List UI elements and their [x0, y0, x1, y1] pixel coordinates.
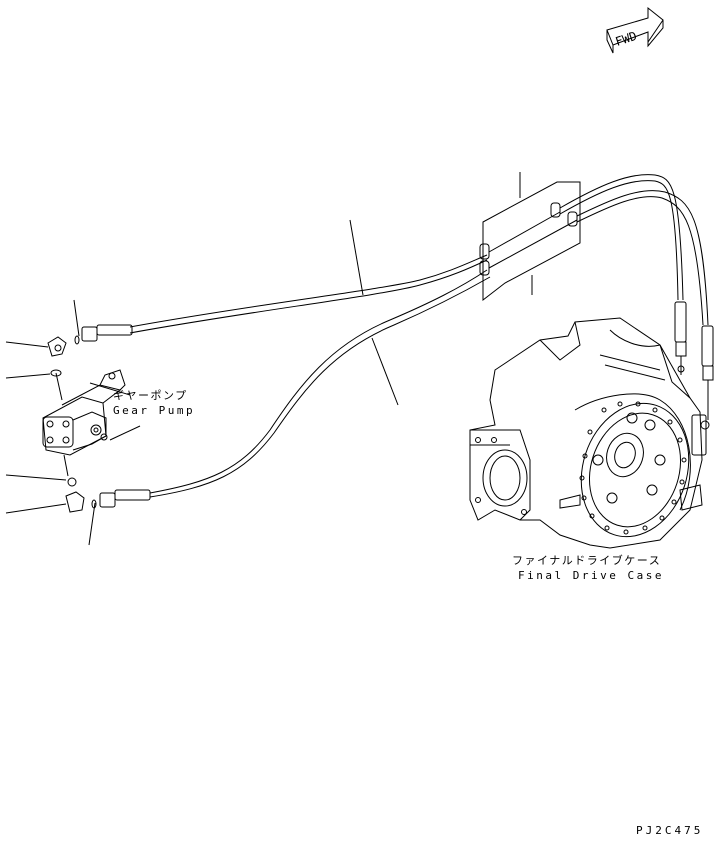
final-drive-case-label-en: Final Drive Case	[518, 569, 664, 582]
upper-elbow-fitting	[5, 299, 133, 357]
hose-clamp-bracket	[479, 172, 581, 302]
rigid-pipes	[559, 174, 709, 326]
fwd-label: FWD	[614, 29, 639, 49]
o-ring	[5, 369, 63, 401]
right-fittings	[674, 301, 714, 420]
final-drive-case-label-jp: ファイナルドライブケース	[512, 554, 662, 567]
drawing-id: PJ2C475	[636, 824, 704, 837]
lower-elbow-fitting	[5, 474, 151, 546]
upper-hose	[129, 219, 488, 334]
gear-pump-label-jp: ギヤーポンプ	[113, 389, 188, 402]
gear-pump-icon	[42, 369, 141, 477]
fwd-arrow-icon: FWD	[606, 6, 664, 54]
gear-pump-label-en: Gear Pump	[113, 404, 196, 417]
lower-hose	[149, 269, 491, 498]
final-drive-case-icon	[469, 317, 710, 549]
